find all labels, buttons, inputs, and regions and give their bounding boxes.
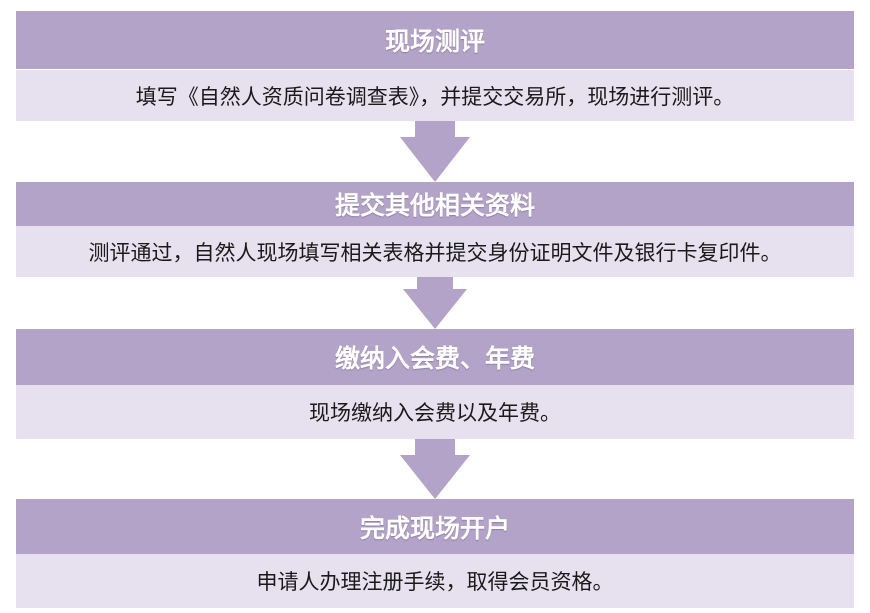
step-3-description: 现场缴纳入会费以及年费。 [16, 385, 854, 439]
step-2-description: 测评通过，自然人现场填写相关表格并提交身份证明文件及银行卡复印件。 [16, 226, 854, 277]
step-4-description: 申请人办理注册手续，取得会员资格。 [16, 554, 854, 608]
step-1-description: 填写《自然人资质问卷调查表》，并提交交易所，现场进行测评。 [16, 70, 854, 121]
step-1-title: 现场测评 [16, 11, 854, 69]
step-4-title: 完成现场开户 [16, 499, 854, 554]
step-2-title: 提交其他相关资料 [16, 182, 854, 226]
down-arrow-icon [385, 439, 485, 499]
step-3-title: 缴纳入会费、年费 [16, 329, 854, 385]
down-arrow-icon [385, 121, 485, 182]
down-arrow-icon [385, 277, 485, 329]
